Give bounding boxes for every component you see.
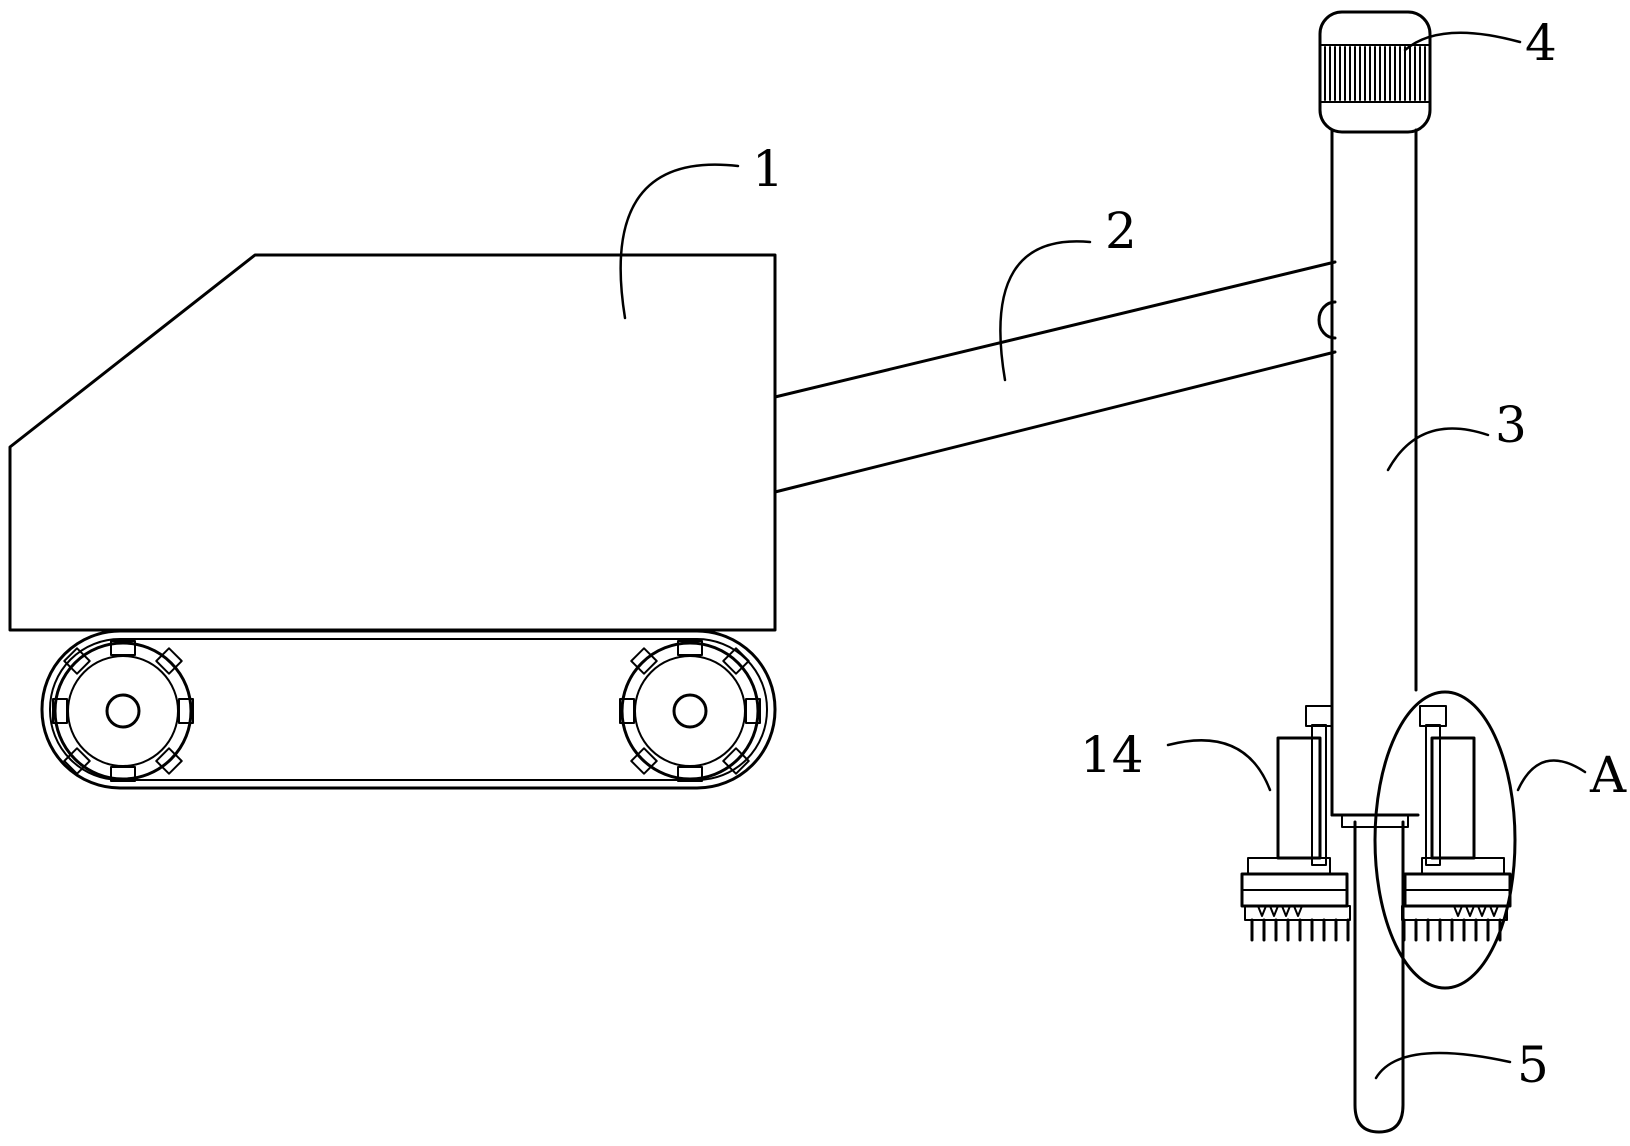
right-wheel	[619, 640, 761, 782]
leader-line-2	[999, 240, 1092, 382]
crawler-track	[40, 629, 777, 790]
detail-a-ellipse	[1373, 690, 1517, 990]
label-2: 2	[1105, 202, 1137, 260]
motor	[1318, 10, 1432, 134]
leader-line-14	[1166, 739, 1272, 792]
left-clamp	[1240, 705, 1351, 942]
vertical-column	[1330, 128, 1418, 817]
label-3: 3	[1495, 396, 1527, 454]
label-5: 5	[1517, 1036, 1549, 1094]
left-wheel	[52, 640, 194, 782]
leader-line-5	[1374, 1051, 1512, 1080]
label-14: 14	[1080, 726, 1144, 784]
connecting-arm	[773, 260, 1337, 494]
leader-line-1	[619, 163, 740, 320]
label-4: 4	[1525, 14, 1557, 72]
leader-line-3	[1386, 427, 1490, 472]
leader-line-4	[1403, 31, 1522, 52]
vehicle-body	[8, 253, 777, 632]
right-clamp	[1401, 705, 1512, 942]
label-1: 1	[752, 140, 784, 198]
leader-line-a	[1516, 759, 1587, 792]
label-a: A	[1589, 746, 1627, 804]
